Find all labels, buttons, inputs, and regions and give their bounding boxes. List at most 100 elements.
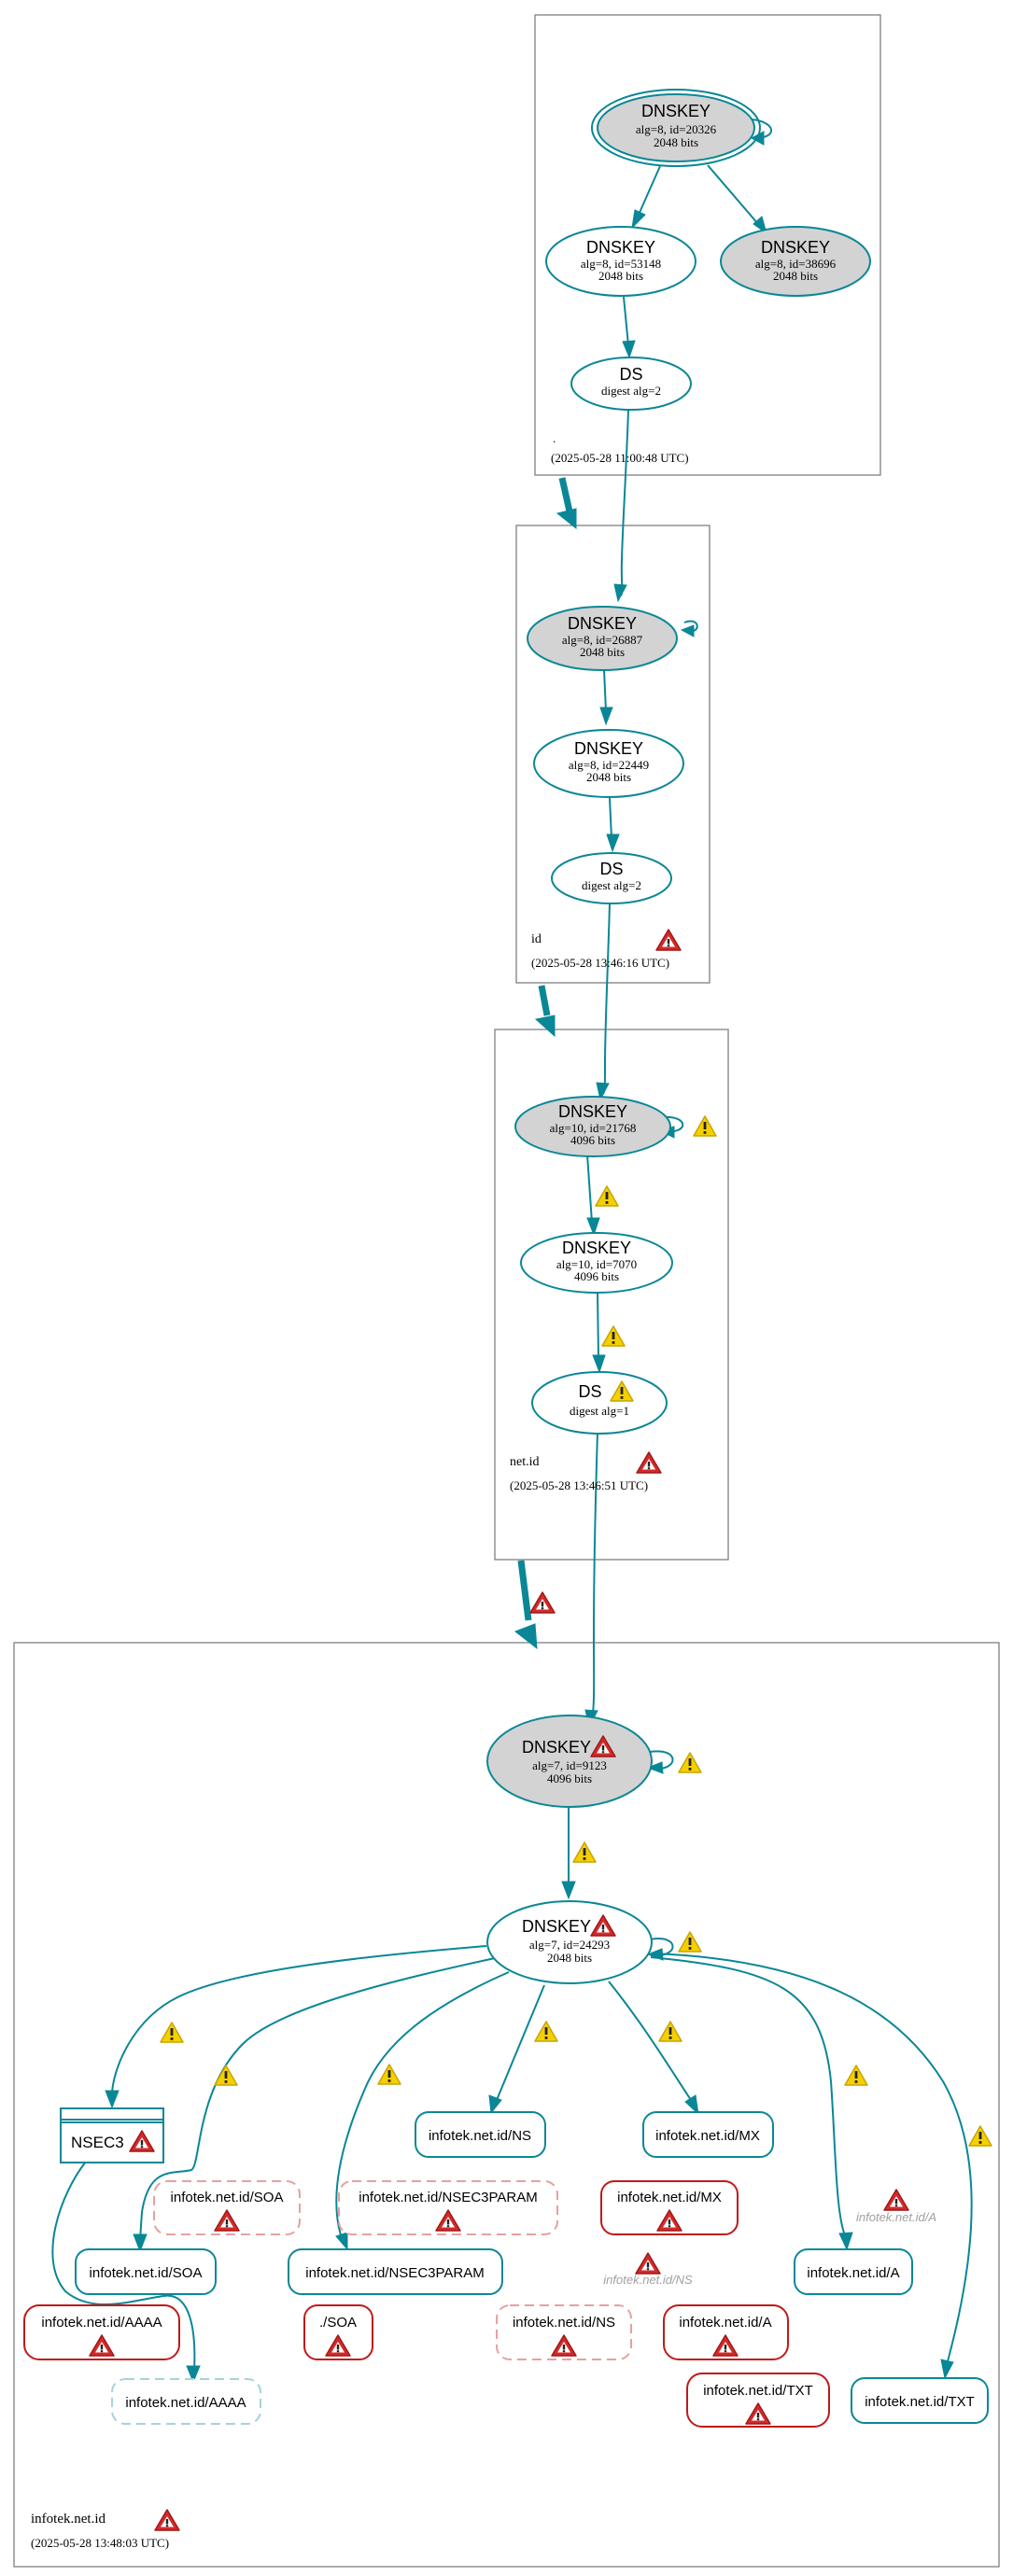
error-icon[interactable]	[635, 2252, 661, 2275]
rrset-label: infotek.net.id/AAAA	[125, 2395, 246, 2411]
dnskey-node-id-ksk[interactable]: DNSKEY alg=8, id=26887 2048 bits	[527, 606, 678, 671]
warning-icon[interactable]	[678, 1931, 702, 1953]
rrset-node-a-error[interactable]: infotek.net.id/A	[663, 2304, 789, 2360]
arrowhead	[105, 2090, 120, 2109]
dnskey-node-netid-zsk[interactable]: DNSKEY alg=10, id=7070 4096 bits	[520, 1232, 673, 1294]
arrowhead	[940, 2359, 954, 2380]
arrowhead	[561, 1881, 576, 1900]
zone-root-box	[534, 14, 881, 476]
rrset-label: infotek.net.id/NS	[513, 2315, 615, 2331]
ds-node-id[interactable]: DS digest alg=2	[551, 852, 672, 904]
rrset-label: infotek.net.id/MX	[617, 2190, 722, 2205]
warning-icon[interactable]	[968, 2125, 992, 2147]
rrset-node-mx-error[interactable]: infotek.net.id/MX	[600, 2180, 739, 2235]
edge-id-ksk-to-zsk	[603, 669, 607, 712]
arrowhead	[488, 2094, 502, 2115]
warning-icon[interactable]	[678, 1752, 702, 1773]
node-title: DNSKEY	[522, 1738, 591, 1757]
arrowhead	[514, 1623, 538, 1650]
rrset-node-txt-error[interactable]: infotek.net.id/TXT	[686, 2373, 830, 2428]
dnskey-node-infotek-ksk[interactable]: DNSKEY alg=7, id=9123 4096 bits	[486, 1715, 653, 1808]
error-icon[interactable]	[883, 2189, 909, 2211]
dnskey-node-id-zsk[interactable]: DNSKEY alg=8, id=22449 2048 bits	[533, 729, 684, 798]
edge-id-ds-to-netid-ksk	[602, 903, 611, 1095]
node-detail: 2048 bits	[598, 269, 643, 283]
warning-icon[interactable]	[658, 2021, 682, 2042]
rrset-label: infotek.net.id/A	[807, 2265, 899, 2281]
nsec3-node[interactable]: NSEC3	[60, 2107, 164, 2163]
rrset-label: infotek.net.id/A	[679, 2315, 771, 2331]
rrset-node-nsec3param-missing[interactable]: infotek.net.id/NSEC3PARAM	[338, 2180, 558, 2235]
warning-icon[interactable]	[693, 1115, 717, 1137]
rrset-node-root-soa-error[interactable]: ./SOA	[303, 2304, 373, 2360]
zone-netid-box	[494, 1029, 729, 1561]
warning-icon[interactable]	[534, 2021, 558, 2042]
rrset-node-ns-missing[interactable]: infotek.net.id/NS	[496, 2304, 632, 2360]
ds-node-root[interactable]: DS digest alg=2	[570, 357, 692, 411]
dnskey-node-root-ksk[interactable]: DNSKEY alg=8, id=20326 2048 bits	[591, 89, 761, 167]
warning-icon[interactable]	[844, 2065, 868, 2086]
node-detail: 2048 bits	[547, 1951, 592, 1965]
arrowhead	[534, 1015, 556, 1038]
arrowhead	[613, 583, 627, 603]
rrset-node-soa-missing[interactable]: infotek.net.id/SOA	[153, 2180, 301, 2235]
edge-zsk-to-nsec3param	[335, 1971, 510, 2236]
zone-timestamp-netid: (2025-05-28 13:46:51 UTC)	[510, 1478, 648, 1492]
rrset-node-ns[interactable]: infotek.net.id/NS	[415, 2111, 546, 2158]
dnskey-node-root-ksk2[interactable]: DNSKEY alg=8, id=38696 2048 bits	[720, 226, 871, 297]
node-title: DNSKEY	[522, 1917, 591, 1936]
node-title: DNSKEY	[586, 238, 655, 257]
dnskey-node-infotek-zsk[interactable]: DNSKEY alg=7, id=24293 2048 bits	[486, 1900, 653, 1984]
warning-icon[interactable]	[572, 1841, 597, 1863]
rrset-node-a[interactable]: infotek.net.id/A	[794, 2248, 913, 2295]
zone-error-icon[interactable]	[655, 929, 682, 951]
node-detail: alg=8, id=20326	[636, 122, 717, 136]
rrset-node-aaaa-error[interactable]: infotek.net.id/AAAA	[23, 2304, 180, 2360]
edge-zsk-to-txt	[653, 1953, 973, 2362]
dnskey-node-root-zsk[interactable]: DNSKEY alg=8, id=53148 2048 bits	[545, 226, 696, 297]
delegation-netid-infotek	[517, 1560, 532, 1621]
node-detail: 2048 bits	[654, 135, 698, 149]
delegation-error-icon[interactable]	[529, 1591, 556, 1614]
rrset-node-txt[interactable]: infotek.net.id/TXT	[851, 2377, 989, 2424]
edge-zsk-to-nsec3	[111, 1945, 487, 2096]
edge-root-ds-to-id-ksk	[620, 410, 629, 596]
warning-icon[interactable]	[601, 1325, 626, 1347]
ds-node-netid[interactable]: DS digest alg=1	[531, 1371, 668, 1435]
zone-error-icon[interactable]	[154, 2509, 180, 2531]
edge-nsec3-to-aaaa	[51, 2161, 196, 2372]
delegation-id-netid	[538, 985, 551, 1016]
zone-timestamp-infotek: (2025-05-28 13:48:03 UTC)	[31, 2536, 169, 2550]
zone-name-netid: net.id	[510, 1455, 540, 1469]
dnskey-node-netid-ksk[interactable]: DNSKEY alg=10, id=21768 4096 bits	[514, 1096, 671, 1157]
arrowhead	[596, 1082, 610, 1101]
rrset-label: infotek.net.id/TXT	[703, 2383, 813, 2399]
arrowhead	[838, 2232, 853, 2251]
node-detail: 4096 bits	[547, 1771, 592, 1785]
node-detail: digest alg=1	[570, 1404, 629, 1418]
rrset-node-mx[interactable]: infotek.net.id/MX	[642, 2111, 774, 2158]
rrset-node-aaaa-missing[interactable]: infotek.net.id/AAAA	[111, 2378, 261, 2425]
warning-icon[interactable]	[377, 2064, 401, 2085]
arrowhead	[680, 624, 695, 637]
rrset-ghost-ns[interactable]: infotek.net.id/NS	[603, 2252, 693, 2287]
warning-icon[interactable]	[595, 1185, 619, 1207]
zone-name-infotek: infotek.net.id	[31, 2512, 106, 2527]
rrset-ghost-a[interactable]: infotek.net.id/A	[856, 2189, 936, 2224]
ghost-label: infotek.net.id/NS	[603, 2273, 693, 2287]
warning-icon[interactable]	[160, 2022, 184, 2043]
node-title: DNSKEY	[641, 102, 711, 120]
rrset-label: ./SOA	[319, 2315, 357, 2331]
arrowhead	[592, 1354, 606, 1374]
rrset-label: infotek.net.id/NSEC3PARAM	[305, 2265, 484, 2281]
node-detail: 2048 bits	[773, 269, 818, 283]
edge-ksk-to-zsk	[638, 165, 661, 216]
rrset-node-soa[interactable]: infotek.net.id/SOA	[75, 2248, 217, 2295]
warning-icon[interactable]	[214, 2065, 238, 2086]
arrowhead	[599, 707, 613, 726]
rrset-node-nsec3param[interactable]: infotek.net.id/NSEC3PARAM	[288, 2248, 503, 2295]
arrowhead	[186, 2365, 201, 2384]
node-title: DS	[578, 1382, 601, 1401]
zone-error-icon[interactable]	[636, 1451, 662, 1474]
